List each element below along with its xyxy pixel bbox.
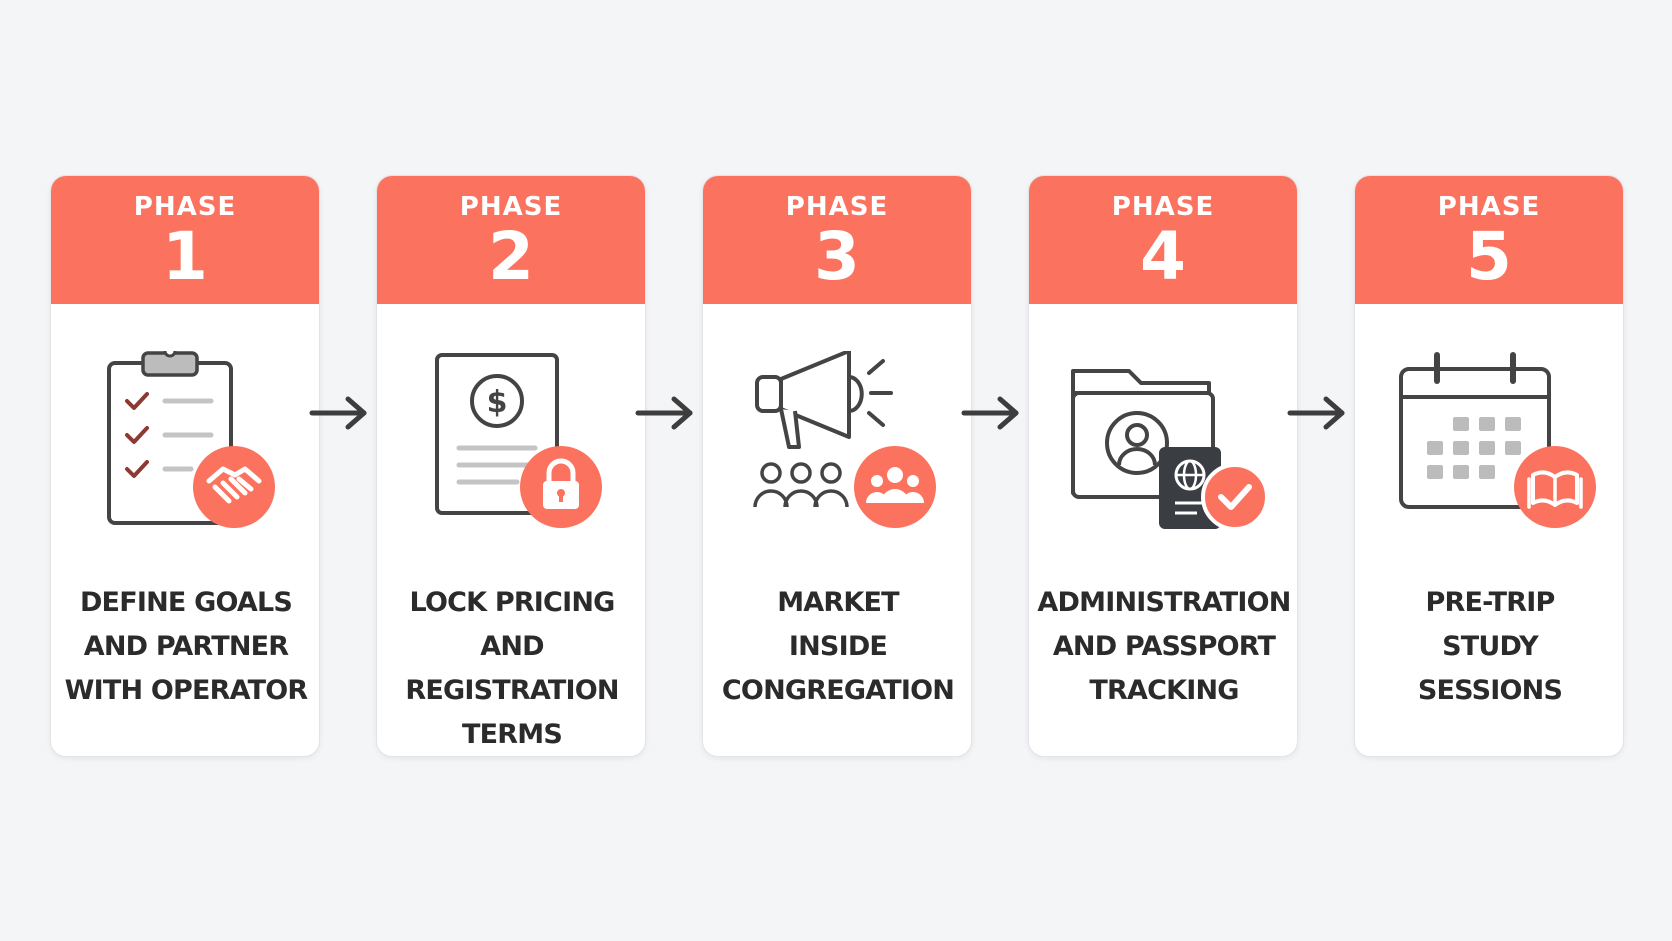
phase-title-3: MARKET INSIDE CONGREGATION (703, 581, 971, 713)
phase-title-4: ADMINISTRATION AND PASSPORT TRACKING (1029, 581, 1297, 713)
phase-card-5: PHASE 5 (1354, 175, 1624, 757)
phase-title-line: PRE-TRIP (1425, 587, 1556, 618)
phase-icon-area-5 (1355, 351, 1623, 551)
phase-title-line: ADMINISTRATION (1037, 587, 1291, 618)
checkmark-icon (1201, 463, 1269, 531)
phase-title-1: DEFINE GOALS AND PARTNER WITH OPERATOR (51, 581, 319, 713)
arrow-right-icon (961, 396, 1019, 430)
phase-title-2: LOCK PRICING AND REGISTRATION TERMS (377, 581, 645, 756)
phase-title-line: MARKET (777, 587, 899, 618)
phase-title-line: TRACKING (1089, 675, 1239, 706)
phase-title-line: TERMS (462, 719, 563, 750)
arrow-right-icon (635, 396, 693, 430)
phase-title-line: AND PARTNER (83, 631, 289, 662)
phase-number: 5 (1466, 218, 1512, 295)
phase-flow: PHASE 1 (50, 175, 1624, 757)
arrow-right-icon (1287, 396, 1345, 430)
phase-header-4: PHASE 4 (1029, 176, 1297, 304)
phase-title-5: PRE-TRIP STUDY SESSIONS (1355, 581, 1623, 713)
clipboard-checklist-icon (107, 351, 233, 525)
phase-icon-area-1 (51, 351, 319, 551)
phase-icon-area-2: $ (377, 351, 645, 551)
svg-text:$: $ (487, 385, 508, 420)
phase-title-line: CONGREGATION (721, 675, 955, 706)
phase-label: PHASE (459, 192, 563, 222)
calendar-icon (1399, 352, 1551, 509)
people-group-icon (854, 446, 936, 528)
phase-number: 4 (1140, 218, 1186, 295)
phase-number: 3 (814, 218, 860, 295)
phase-header-3: PHASE 3 (703, 176, 971, 304)
phase-header-1: PHASE 1 (51, 176, 319, 304)
phase-title-line: SESSIONS (1417, 675, 1563, 706)
phase-icon-area-3 (703, 351, 971, 551)
phase-number: 1 (162, 218, 208, 295)
phase-card-1: PHASE 1 (50, 175, 320, 757)
arrow-right-icon (309, 396, 367, 430)
phase-card-2: PHASE 2 $ (376, 175, 646, 757)
phase-header-2: PHASE 2 (377, 176, 645, 304)
phase-number: 2 (488, 218, 534, 295)
open-book-icon (1514, 446, 1596, 528)
phase-header-5: PHASE 5 (1355, 176, 1623, 304)
phase-title-line: INSIDE (788, 631, 888, 662)
phase-label: PHASE (1111, 192, 1215, 222)
megaphone-icon (755, 351, 893, 449)
phase-label: PHASE (133, 192, 237, 222)
people-outline-icon (753, 462, 849, 508)
phase-label: PHASE (785, 192, 889, 222)
phase-card-3: PHASE 3 (702, 175, 972, 757)
phase-label: PHASE (1437, 192, 1541, 222)
phase-title-line: AND PASSPORT (1052, 631, 1276, 662)
phase-title-line: WITH OPERATOR (64, 675, 309, 706)
phase-title-line: STUDY (1442, 631, 1539, 662)
phase-icon-area-4 (1029, 351, 1297, 551)
phase-card-4: PHASE 4 (1028, 175, 1298, 757)
phase-title-line: AND REGISTRATION (405, 631, 619, 706)
phase-title-line: LOCK PRICING (409, 587, 616, 618)
handshake-icon (193, 446, 275, 528)
phase-title-line: DEFINE GOALS (79, 587, 293, 618)
lock-icon (520, 446, 602, 528)
